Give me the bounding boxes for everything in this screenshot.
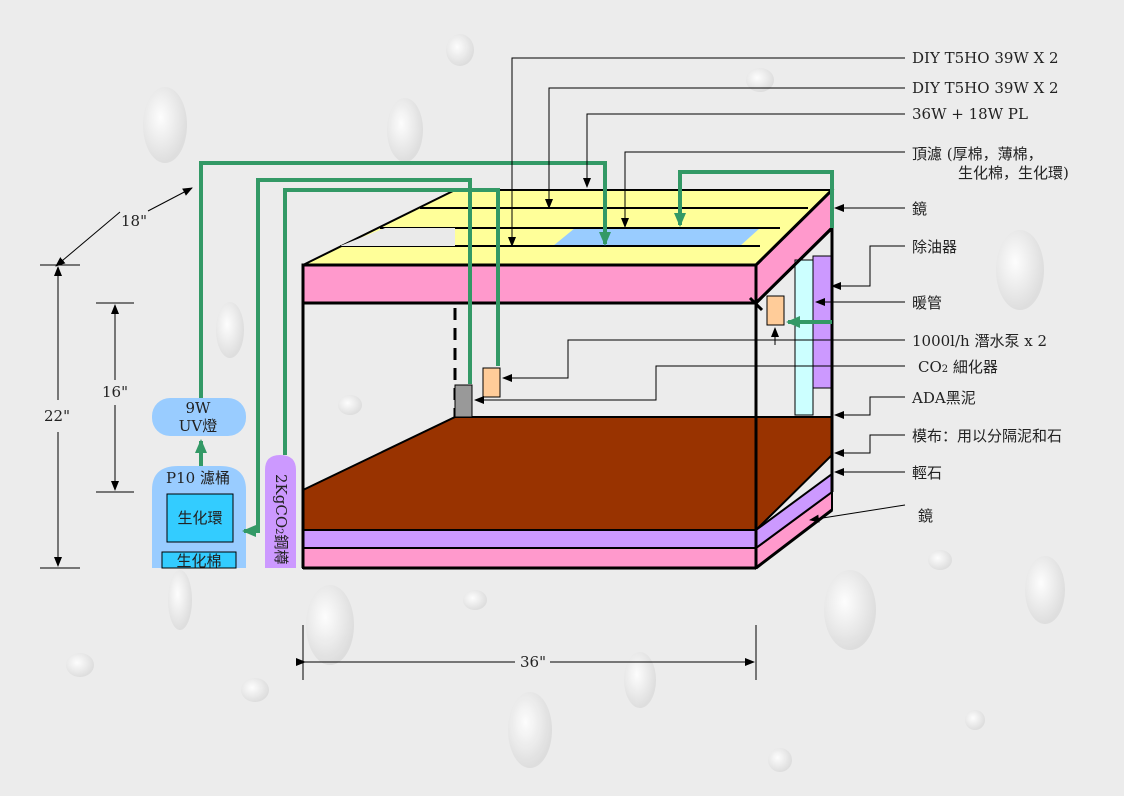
callout-pump: 1000l/h 潛水泵 x 2 [912,332,1047,350]
bio-cotton-label: 生化棉 [176,552,221,570]
water-pump-right [766,295,785,326]
co2-diffuser [454,384,473,418]
canister-filter: P10 濾桶 生化環 生化棉 [152,466,246,570]
width-dimension: 36" [520,653,546,671]
bio-rings-box [166,493,234,543]
return-pipe-right [674,170,834,228]
co2-to-diffuser-pipe [283,188,500,455]
callout-pl-lamp: 36W + 18W PL [912,105,1028,123]
callout-mesh-cloth: 模布：用以分隔泥和石 [912,427,1062,445]
callout-mirror-bottom: 鏡 [918,507,933,525]
callout-mirror-top: 鏡 [912,200,927,218]
ada-soil-substrate [302,416,833,531]
canister-inlet-pipe [242,178,472,537]
callout-heater: 暖管 [912,294,942,312]
pumice-layer-front [302,529,757,549]
callout-leaders [474,57,906,523]
co2-cylinder: 2KgCO2鋼樽 [265,455,296,568]
height-total-dimension: 22" [44,407,70,425]
co2-cylinder-label: 2KgCO2鋼樽 [272,474,290,565]
callout-pumice: 輕石 [912,464,942,482]
depth-dimension: 18" [121,212,147,230]
uv-lamp-line1: 9W [186,399,212,417]
water-pump-left [482,367,501,398]
top-filter-tray [553,228,760,246]
callout-t5ho-2: DIY T5HO 39W X 2 [912,79,1059,97]
callout-co2-diffuser: CO2 細化器 [918,358,998,376]
callout-top-filter-line1: 頂濾 (厚棉，薄棉， [912,145,1043,163]
callout-ada-soil: ADA黑泥 [911,389,976,407]
uv-to-top-filter-pipe [199,161,611,398]
background-droplets [66,34,1065,772]
canister-title: P10 濾桶 [166,469,230,487]
uv-lamp: 9W UV燈 [152,398,246,436]
callout-t5ho-1: DIY T5HO 39W X 2 [912,49,1059,67]
aquarium-tank [301,186,835,571]
dimension-lines [40,187,757,680]
top-frame-front [301,263,758,305]
plumbing-pipes [195,161,834,537]
heater-tube [794,259,814,416]
uv-lamp-line2: UV燈 [179,417,217,435]
callout-top-filter-line2: 生化棉，生化環) [958,164,1069,182]
height-water-dimension: 16" [102,383,128,401]
callout-oil-remover: 除油器 [912,238,957,256]
bio-rings-label: 生化環 [177,509,222,527]
bio-cotton-box [161,551,237,569]
bottom-mirror-front [302,547,757,569]
